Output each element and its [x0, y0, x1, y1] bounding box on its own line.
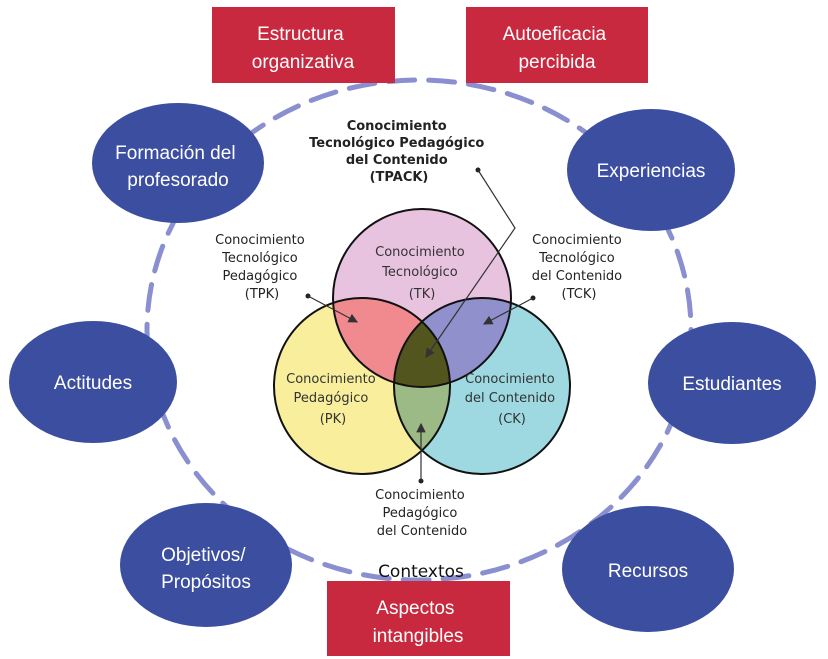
- tck-callout-line: Tecnológico: [538, 251, 615, 266]
- box-label: percibida: [518, 52, 596, 73]
- tk-label-line: Conocimiento: [375, 245, 465, 260]
- box-label: Aspectos: [376, 598, 454, 619]
- callout-connectors: [305, 167, 536, 484]
- box-label: organizativa: [252, 52, 355, 73]
- tck-callout-line: del Contenido: [532, 269, 622, 284]
- oval-label: Actitudes: [54, 373, 132, 394]
- tpk-arrow: [307, 295, 359, 323]
- ck-label-line: (CK): [498, 412, 526, 427]
- pck-callout: Conocimiento Pedagógico del Contenido: [375, 488, 469, 539]
- tck-callout: Conocimiento Tecnológico del Contenido (…: [532, 233, 627, 302]
- oval-label: Experiencias: [597, 161, 706, 182]
- tk-label-line: Tecnológico: [381, 265, 458, 280]
- venn-diagram: Conocimiento Tecnológico (TK) Conocimien…: [273, 208, 571, 475]
- tpack-arrow: [425, 169, 516, 358]
- pk-label-line: Conocimiento: [286, 372, 376, 387]
- oval-label: Formación del: [115, 143, 235, 164]
- tpack-callout-line: (TPACK): [370, 170, 429, 185]
- pck-callout-line: del Contenido: [377, 524, 467, 539]
- box-autoeficacia: Autoeficacia percibida: [466, 7, 648, 83]
- svg-text:Aspectos intangibles: Aspectos intangibles: [373, 598, 464, 647]
- tpack-callout-line: del Contenido: [346, 153, 448, 168]
- pk-label-line: (PK): [320, 412, 347, 427]
- tk-label: Conocimiento Tecnológico (TK): [375, 245, 469, 302]
- ck-label-line: Conocimiento: [465, 372, 555, 387]
- tpk-callout-line: Conocimiento: [215, 233, 305, 248]
- pk-label-line: Pedagógico: [294, 391, 369, 406]
- ck-label: Conocimiento del Contenido (CK): [465, 372, 560, 427]
- svg-text:Objetivos/ Propósitos: Objetivos/ Propósitos: [161, 545, 251, 593]
- oval-label: Recursos: [608, 561, 688, 582]
- pck-callout-line: Pedagógico: [383, 506, 458, 521]
- contexts-label: Contextos: [378, 562, 464, 582]
- oval-recursos: Recursos: [562, 506, 734, 632]
- tk-label-line: (TK): [409, 287, 436, 302]
- tpk-callout-line: (TPK): [245, 287, 279, 302]
- oval-label: profesorado: [127, 170, 228, 191]
- tpk-callout-line: Tecnológico: [221, 251, 298, 266]
- svg-text:Autoeficacia percibida: Autoeficacia percibida: [503, 24, 612, 73]
- svg-text:Estructura organizativa: Estructura organizativa: [252, 24, 355, 73]
- tpack-callout-line: Conocimiento: [347, 119, 447, 134]
- ck-label-line: del Contenido: [465, 391, 555, 406]
- svg-text:Experiencias: Experiencias: [597, 161, 706, 182]
- oval-experiencias: Experiencias: [567, 109, 735, 231]
- oval-label: Objetivos/: [161, 545, 246, 566]
- svg-text:Formación del profesorad: Formación del profesorado: [115, 143, 241, 191]
- pck-callout-line: Conocimiento: [375, 488, 465, 503]
- oval-label: Propósitos: [161, 572, 251, 593]
- pk-label: Conocimiento Pedagógico (PK): [286, 372, 380, 427]
- tpk-callout: Conocimiento Tecnológico Pedagógico (TPK…: [215, 233, 309, 302]
- tck-callout-line: Conocimiento: [532, 233, 622, 248]
- svg-text:Recursos: Recursos: [608, 561, 688, 582]
- oval-formacion: Formación del profesorado: [92, 103, 264, 223]
- box-label: intangibles: [373, 626, 464, 647]
- box-aspectos: Aspectos intangibles: [327, 581, 510, 656]
- svg-text:Actitudes: Actitudes: [54, 373, 132, 394]
- tpk-callout-line: Pedagógico: [223, 269, 298, 284]
- oval-objetivos: Objetivos/ Propósitos: [120, 503, 292, 627]
- box-estructura: Estructura organizativa: [212, 7, 395, 83]
- svg-text:Estudiantes: Estudiantes: [682, 374, 781, 395]
- tpack-callout: Conocimiento Tecnológico Pedagógico del …: [309, 119, 489, 185]
- tck-callout-line: (TCK): [562, 287, 597, 302]
- tpack-callout-line: Tecnológico Pedagógico: [309, 136, 484, 151]
- tck-arrow: [482, 297, 534, 325]
- oval-label: Estudiantes: [682, 374, 781, 395]
- box-label: Autoeficacia: [503, 24, 607, 45]
- oval-estudiantes: Estudiantes: [648, 322, 816, 444]
- box-label: Estructura: [257, 24, 344, 45]
- oval-actitudes: Actitudes: [9, 321, 177, 443]
